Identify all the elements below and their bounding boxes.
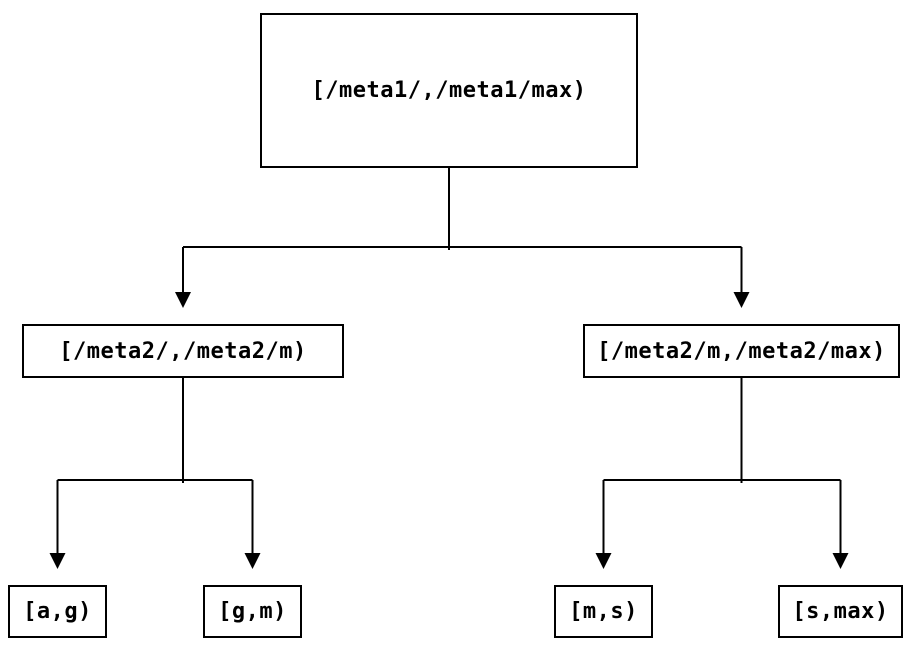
tree-node-right: [/meta2/m,/meta2/max) — [583, 324, 900, 378]
arrowhead-left-node — [175, 292, 191, 308]
tree-node-leaf-ag: [a,g) — [8, 585, 107, 638]
arrowhead-leaf4 — [832, 553, 849, 569]
tree-node-left: [/meta2/,/meta2/m) — [22, 324, 344, 378]
tree-node-leaf-gm: [g,m) — [203, 585, 302, 638]
arrowhead-leaf2 — [244, 553, 261, 569]
tree-node-leaf-ms: [m,s) — [554, 585, 653, 638]
arrowhead-leaf1 — [49, 553, 66, 569]
tree-node-root: [/meta1/,/meta1/max) — [260, 13, 638, 168]
tree-node-leaf-smax: [s,max) — [778, 585, 903, 638]
arrowhead-right-node — [733, 292, 750, 308]
arrowhead-leaf3 — [595, 553, 612, 569]
